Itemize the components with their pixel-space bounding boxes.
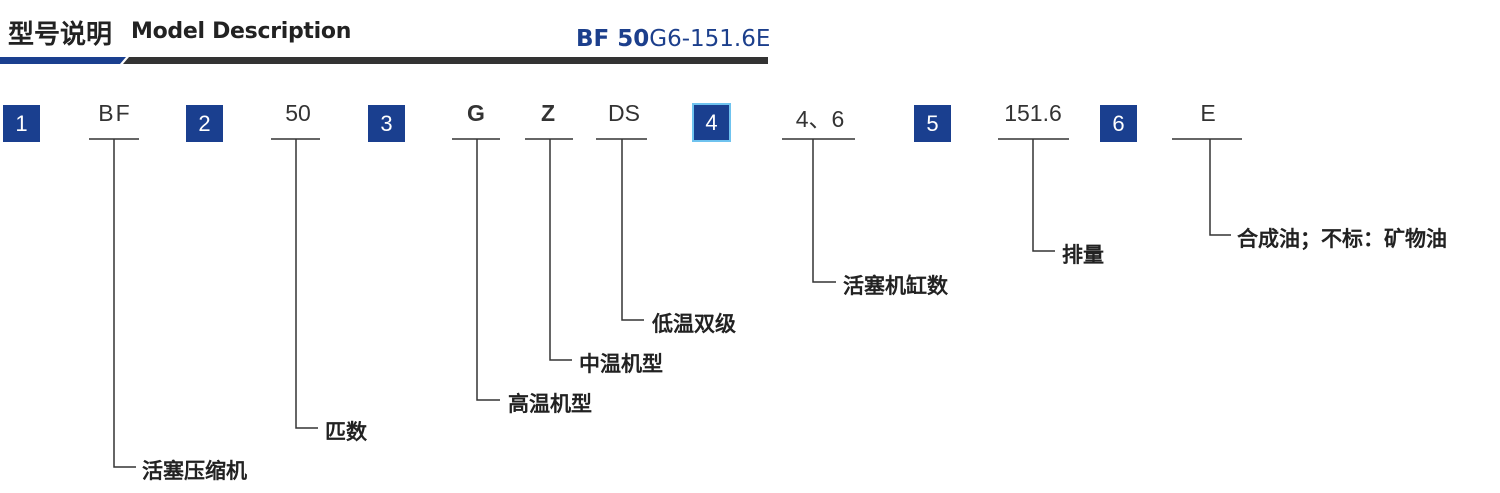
connector-4-6 <box>782 138 855 283</box>
connector-z <box>525 138 573 361</box>
connector-e <box>1172 138 1242 236</box>
connector-g <box>452 138 500 401</box>
connector-50 <box>271 138 320 429</box>
desc-medium-temp: 中温机型 <box>579 352 663 376</box>
code-50: 50 <box>285 100 311 126</box>
badge-2: 2 <box>186 105 223 142</box>
code-z: Z <box>540 100 556 126</box>
connector-ds <box>596 138 647 321</box>
connector-bf <box>89 138 139 468</box>
desc-low-temp-two-stage: 低温双级 <box>652 312 736 336</box>
code-e: E <box>1200 100 1216 126</box>
badge-1: 1 <box>3 105 40 142</box>
title-chinese: 型号说明 <box>8 20 113 50</box>
code-bf: BF <box>98 100 132 126</box>
badge-4: 4 <box>692 103 731 142</box>
code-g: G <box>467 100 485 126</box>
header-rule-dark <box>123 57 768 64</box>
code-ds: DS <box>608 100 640 126</box>
title-english: Model Description <box>131 19 352 44</box>
header-rule-accent <box>0 57 126 64</box>
desc-high-temp: 高温机型 <box>508 392 592 416</box>
code-4-6: 4、6 <box>795 106 845 132</box>
connector-151-6 <box>998 138 1069 252</box>
badge-3: 3 <box>368 105 405 142</box>
desc-horsepower: 匹数 <box>325 420 367 444</box>
badge-6: 6 <box>1100 105 1137 142</box>
code-151-6: 151.6 <box>1004 100 1062 126</box>
desc-cylinder-count: 活塞机缸数 <box>843 274 948 298</box>
desc-displacement: 排量 <box>1062 243 1104 267</box>
badge-5: 5 <box>914 105 951 142</box>
model-code-suffix: G6-151.6E <box>649 26 771 52</box>
model-code-example: BF 50G6-151.6E <box>576 26 770 52</box>
model-code-prefix: BF 50 <box>576 26 650 52</box>
desc-piston-compressor: 活塞压缩机 <box>142 459 247 483</box>
header-rule <box>0 57 768 64</box>
desc-oil-type: 合成油；不标：矿物油 <box>1237 227 1447 251</box>
